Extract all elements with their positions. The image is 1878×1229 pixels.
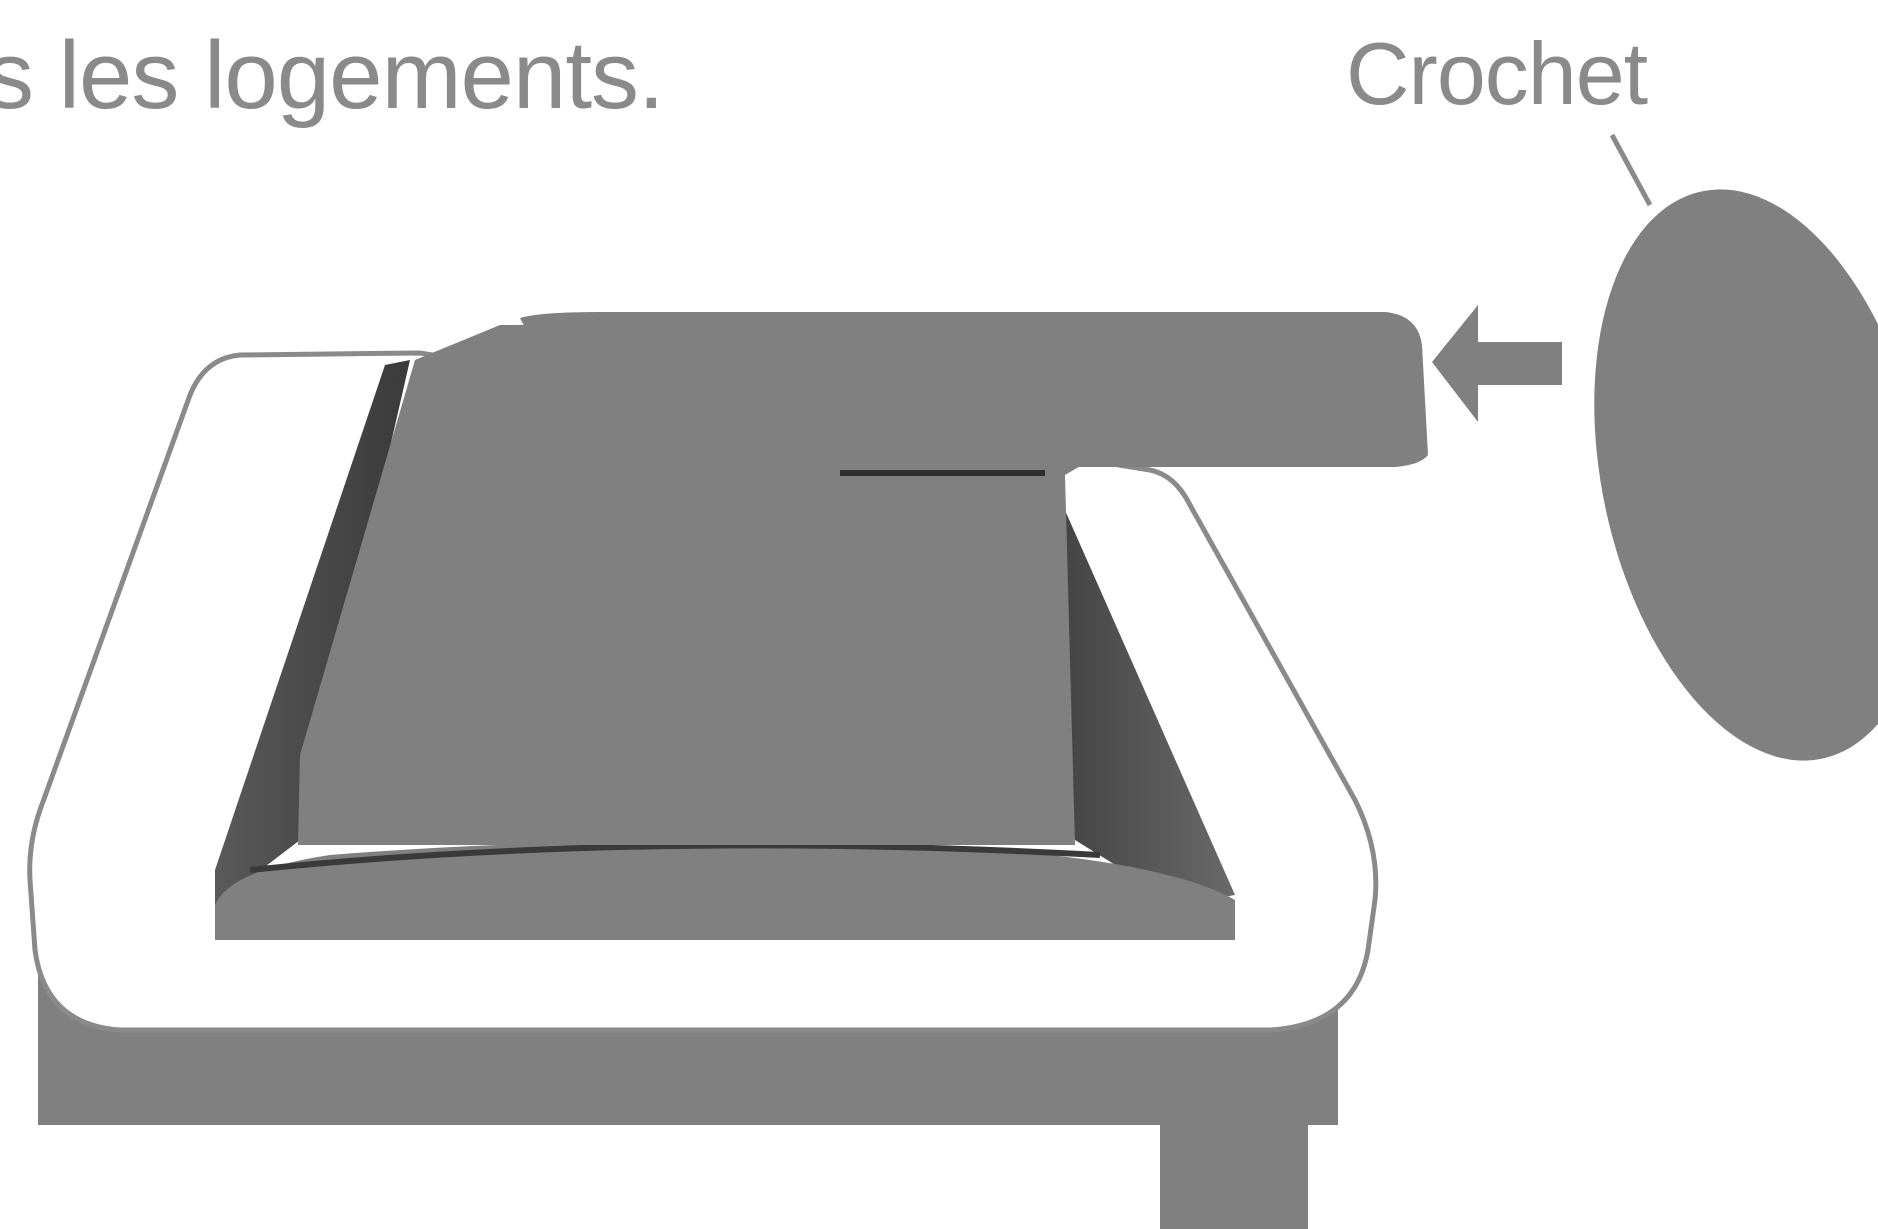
slot-floor-edge xyxy=(249,842,1101,873)
base-foot xyxy=(1160,1110,1308,1229)
callout-leader-line xyxy=(1609,133,1653,207)
slot-floor xyxy=(215,841,1235,940)
slot-left-wall xyxy=(215,360,410,905)
caption-text: s les logements. xyxy=(0,22,665,129)
arrow-left-icon xyxy=(1432,305,1562,422)
stand-arm xyxy=(520,312,1428,475)
hook-label: Crochet xyxy=(1346,24,1648,123)
hook-part xyxy=(1594,189,1878,761)
